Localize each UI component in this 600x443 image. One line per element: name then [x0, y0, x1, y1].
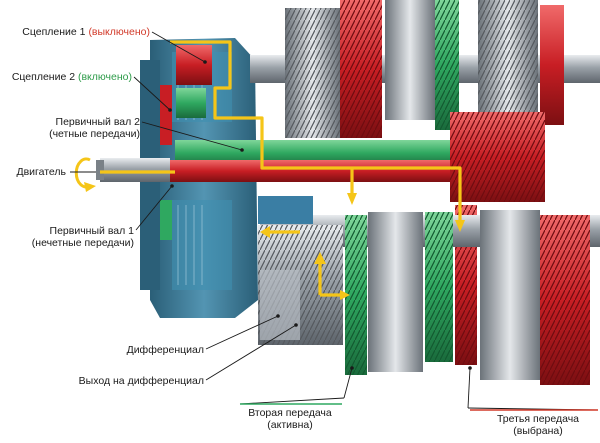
lower-gear-cluster [258, 210, 600, 385]
engine-shaft [96, 158, 170, 182]
second-gear-title: Вторая передача [248, 407, 332, 419]
third-gear-state: (выбрана) [513, 425, 563, 437]
clutch-2-state: (включено) [77, 71, 132, 83]
second-gear-label: Вторая передача (активна) [230, 407, 350, 431]
power-flow-arrowheads [260, 193, 465, 300]
engine-rotation-arrow [74, 157, 96, 192]
clutch-2-plates [160, 88, 206, 240]
clutch-2-label: Сцепление 2 (включено) [0, 71, 132, 83]
clutch-2-name: Сцепление 2 [11, 71, 76, 83]
input-shaft-2-title: Первичный вал 2 [55, 116, 140, 128]
third-gear-title: Третья передача [496, 413, 580, 425]
input-shaft-1-note: (нечетные передачи) [31, 237, 134, 249]
differential-output-label: Выход на дифференциал [78, 375, 204, 387]
differential-label: Дифференциал [126, 344, 204, 356]
leader-dots [168, 60, 472, 370]
clutch-1-state: (выключено) [88, 26, 150, 38]
input-shaft-2-note: (четные передачи) [49, 128, 140, 140]
upper-gear-cluster [250, 0, 600, 138]
clutch-1-name: Сцепление 1 [22, 26, 86, 38]
input-shaft-1-title: Первичный вал 1 [49, 225, 134, 237]
third-gear-label: Третья передача (выбрана) [478, 413, 598, 437]
synchronizer [258, 196, 313, 224]
label-underlines [240, 403, 598, 411]
second-gear-state: (активна) [267, 419, 313, 431]
power-flow-path [100, 40, 462, 297]
clutch-1-label: Сцепление 1 (выключено) [0, 26, 150, 38]
leader-lines [70, 31, 599, 411]
input-shaft-1-label: Первичный вал 1 (нечетные передачи) [0, 225, 134, 249]
input-shaft-2-label: Первичный вал 2 (четные передачи) [0, 116, 140, 140]
engine-label: Двигатель [16, 166, 66, 178]
input-shaft-1 [165, 160, 485, 182]
